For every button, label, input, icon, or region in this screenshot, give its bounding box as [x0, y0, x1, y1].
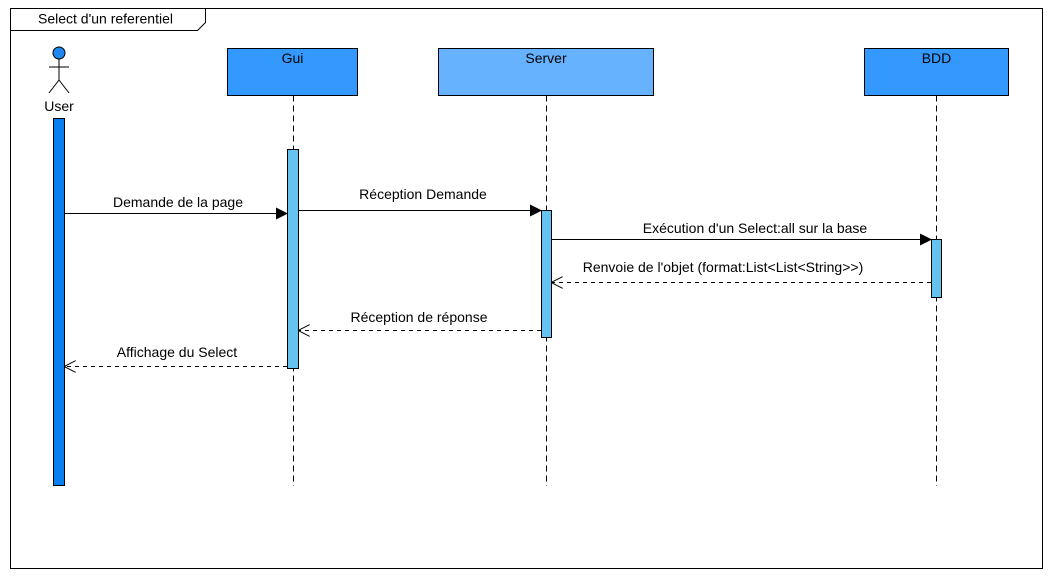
actor-label: User: [44, 98, 74, 114]
activation-gui: [287, 149, 299, 369]
participant-bdd-box: [864, 48, 1009, 96]
activation-bdd: [931, 239, 942, 298]
frame-border: [10, 8, 1043, 569]
actor-left-leg: [48, 79, 60, 94]
message-label-reception-reponse: Réception de réponse: [351, 309, 488, 325]
message-label-demande-page: Demande de la page: [113, 194, 243, 210]
message-label-execution-select: Exécution d'un Select:all sur la base: [643, 220, 868, 236]
actor-user-icon: [48, 46, 70, 94]
activation-user: [53, 118, 65, 486]
frame-title: Select d'un referentiel: [38, 11, 173, 27]
participant-bdd-label: BDD: [922, 50, 952, 66]
message-label-reception-demande: Réception Demande: [359, 186, 487, 202]
message-label-renvoie-objet: Renvoie de l'objet (format:List<List<Str…: [583, 259, 864, 275]
participant-gui-label: Gui: [282, 50, 304, 66]
participant-server-box: [438, 48, 654, 96]
actor-head: [52, 46, 66, 60]
frame-title-tab: [10, 8, 206, 31]
participant-gui-box: [227, 48, 358, 96]
message-label-affichage-select: Affichage du Select: [117, 344, 237, 360]
activation-server: [541, 210, 552, 338]
actor-right-leg: [58, 79, 70, 94]
participant-server-label: Server: [525, 50, 567, 66]
